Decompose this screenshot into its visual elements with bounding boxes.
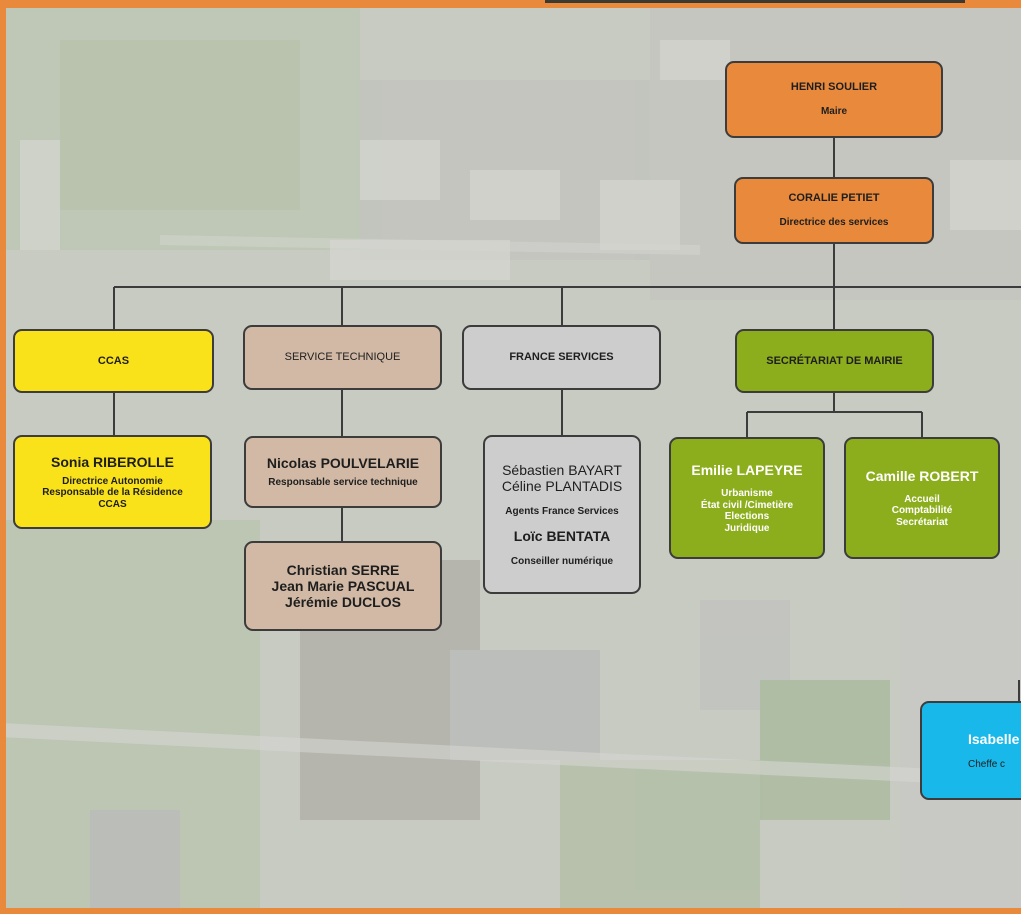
technique-team-box: Christian SERRE Jean Marie PASCUAL Jérém…	[244, 541, 442, 631]
secretariat-person2-box: Camille ROBERT Accueil Comptabilité Secr…	[844, 437, 1000, 559]
isabelle-role: Cheffe c	[968, 758, 1006, 770]
ccas-box: CCAS	[13, 329, 214, 393]
france-person-box: Sébastien BAYART Céline PLANTADIS Agents…	[483, 435, 641, 594]
secretariat-person1-name: Emilie LAPEYRE	[691, 461, 803, 478]
france-title: FRANCE SERVICES	[509, 351, 614, 364]
secretariat-box: SECRÉTARIAT DE MAIRIE	[735, 329, 934, 393]
france-conseiller-role: Conseiller numérique	[510, 555, 614, 567]
technique-person-name: Nicolas POULVELARIE	[266, 455, 420, 472]
france-box: FRANCE SERVICES	[462, 325, 661, 390]
ccas-title: CCAS	[97, 354, 130, 367]
directrice-box: CORALIE PETIET Directrice des services	[734, 177, 934, 244]
secretariat-person2-name: Camille ROBERT	[865, 467, 979, 484]
maire-box: HENRI SOULIER Maire	[725, 61, 943, 138]
secretariat-person1-role: Urbanisme État civil /Cimetière Election…	[700, 488, 794, 534]
technique-person-box: Nicolas POULVELARIE Responsable service …	[244, 436, 442, 508]
technique-title: SERVICE TECHNIQUE	[284, 351, 401, 364]
maire-role: Maire	[820, 106, 848, 118]
secretariat-person1-box: Emilie LAPEYRE Urbanisme État civil /Cim…	[669, 437, 825, 559]
ccas-person-role: Directrice Autonomie Responsable de la R…	[42, 475, 183, 510]
maire-name: HENRI SOULIER	[790, 81, 878, 94]
isabelle-box: Isabelle Cheffe c	[920, 701, 1021, 800]
directrice-name: CORALIE PETIET	[788, 192, 880, 205]
france-agents-role: Agents France Services	[505, 506, 619, 518]
technique-box: SERVICE TECHNIQUE	[243, 325, 442, 390]
france-conseiller-name: Loïc BENTATA	[513, 527, 611, 544]
ccas-person-name: Sonia RIBEROLLE	[51, 453, 174, 470]
technique-team-names: Christian SERRE Jean Marie PASCUAL Jérém…	[271, 561, 415, 611]
top-strip	[545, 0, 965, 3]
secretariat-person2-role: Accueil Comptabilité Secrétariat	[891, 493, 953, 528]
ccas-person-box: Sonia RIBEROLLE Directrice Autonomie Res…	[13, 435, 212, 529]
secretariat-title: SECRÉTARIAT DE MAIRIE	[766, 354, 903, 367]
directrice-role: Directrice des services	[779, 217, 889, 229]
isabelle-name: Isabelle	[968, 730, 1020, 747]
france-agents-names: Sébastien BAYART Céline PLANTADIS	[501, 461, 623, 494]
technique-person-role: Responsable service technique	[268, 477, 418, 489]
